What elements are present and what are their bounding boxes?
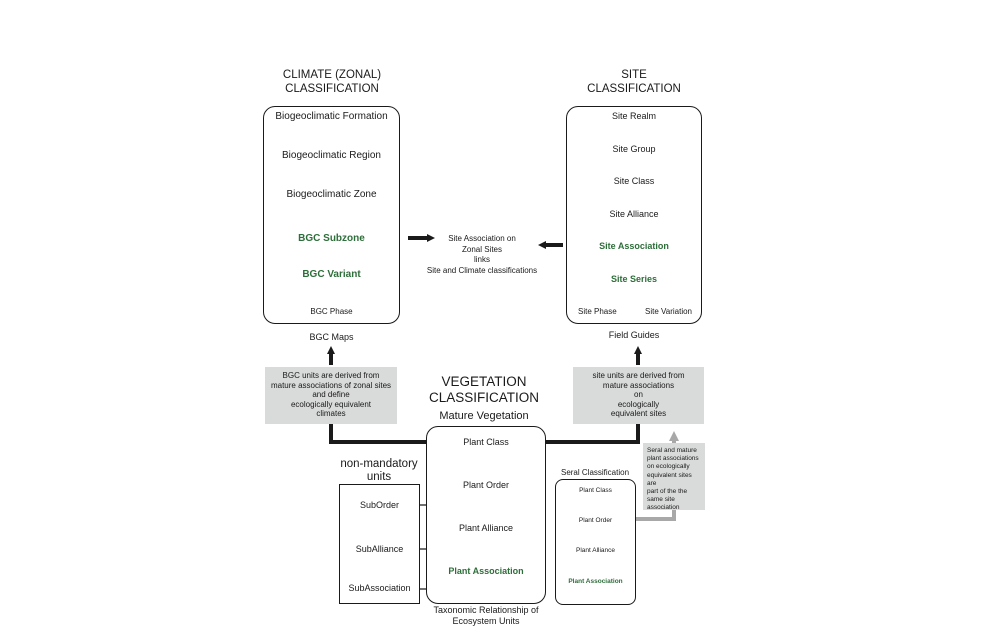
site-association: Site Association	[599, 241, 669, 251]
veg-association: Plant Association	[448, 566, 524, 576]
veg-item-alliance: Plant Alliance	[458, 523, 514, 533]
non-mandatory-heading-line2: units	[366, 471, 392, 483]
center-link-line3: links	[473, 255, 490, 264]
site-item-alliance: Site Alliance	[609, 209, 659, 219]
seral-association: Plant Association	[568, 578, 623, 585]
vegetation-heading-line2: CLASSIFICATION	[428, 390, 540, 405]
climate-item-zone: Biogeoclimatic Zone	[286, 189, 377, 200]
vegetation-heading-line1: VEGETATION	[441, 374, 527, 389]
seral-note-line3: on ecologically	[647, 463, 690, 471]
seral-note-line7: association	[647, 504, 680, 512]
seral-note-line4: equivalent sites are	[647, 471, 692, 487]
center-link-line1: Site Association on	[448, 234, 516, 243]
climate-note-line2: mature associations of zonal sites	[270, 380, 392, 390]
site-note-line5: equivalent sites	[610, 409, 667, 418]
site-note-line3: on	[634, 390, 643, 399]
seral-item-alliance: Plant Alliance	[575, 547, 616, 554]
site-phase: Site Phase	[578, 307, 617, 316]
climate-heading-line2: CLASSIFICATION	[285, 83, 379, 95]
climate-item-formation: Biogeoclimatic Formation	[275, 111, 388, 122]
site-variation: Site Variation	[645, 307, 692, 316]
climate-note-line3: and define	[312, 390, 350, 399]
seral-note-line5: part of the the	[647, 488, 688, 496]
vegetation-caption-line1: Taxonomic Relationship of	[433, 605, 539, 615]
site-heading-line2: CLASSIFICATION	[587, 83, 681, 95]
climate-item-region: Biogeoclimatic Region	[282, 150, 381, 161]
non-mandatory-suballiance: SubAlliance	[355, 544, 404, 554]
vegetation-caption-line2: Ecosystem Units	[452, 616, 520, 626]
climate-note: BGC units are derived from mature associ…	[265, 367, 397, 424]
seral-note-line2: plant associations	[647, 455, 699, 463]
veg-item-class: Plant Class	[463, 437, 509, 447]
site-series: Site Series	[610, 274, 658, 284]
climate-phase: BGC Phase	[310, 307, 353, 316]
site-item-group: Site Group	[612, 144, 656, 154]
site-note-line2: mature associations	[602, 380, 675, 390]
site-box	[566, 106, 702, 324]
site-item-realm: Site Realm	[611, 111, 656, 121]
site-item-class: Site Class	[613, 176, 655, 186]
site-heading-line1: SITE	[621, 69, 647, 81]
climate-note-line5: climates	[316, 409, 346, 418]
veg-item-order: Plant Order	[462, 480, 510, 490]
climate-note-line4: ecologically equivalent	[290, 399, 372, 409]
site-heading: SITE CLASSIFICATION	[564, 68, 704, 96]
center-link-line4: Site and Climate classifications	[426, 265, 538, 275]
vegetation-subheading: Mature Vegetation	[439, 410, 529, 422]
center-link-text: Site Association on Zonal Sites links Si…	[420, 234, 544, 276]
field-guides-label: Field Guides	[608, 330, 660, 340]
connector-veg-to-site	[546, 424, 640, 444]
seral-note-line6: same site	[647, 496, 675, 504]
climate-heading-line1: CLIMATE (ZONAL)	[282, 69, 382, 81]
non-mandatory-suborder: SubOrder	[359, 500, 400, 510]
vegetation-box	[426, 426, 546, 604]
vegetation-caption: Taxonomic Relationship of Ecosystem Unit…	[410, 605, 562, 627]
seral-item-class: Plant Class	[579, 487, 612, 494]
seral-box	[555, 479, 636, 605]
center-link-line2: Zonal Sites	[461, 244, 503, 254]
non-mandatory-subassociation: SubAssociation	[348, 583, 411, 593]
non-mandatory-box	[339, 484, 420, 604]
vegetation-heading: VEGETATION CLASSIFICATION	[420, 374, 548, 406]
bgc-maps-label: BGC Maps	[309, 332, 354, 342]
seral-note-line1: Seral and mature	[647, 447, 697, 454]
seral-item-order: Plant Order	[578, 517, 613, 524]
non-mandatory-heading: non-mandatory units	[330, 458, 428, 484]
climate-box	[263, 106, 400, 324]
non-mandatory-heading-line1: non-mandatory	[340, 458, 418, 470]
climate-heading: CLIMATE (ZONAL) CLASSIFICATION	[262, 68, 402, 96]
site-note-line4: ecologically	[617, 399, 660, 409]
connector-veg-to-climate	[329, 424, 426, 444]
climate-variant: BGC Variant	[302, 269, 361, 280]
seral-note: Seral and mature plant associations on e…	[643, 443, 705, 512]
site-note-line1: site units are derived from	[592, 371, 685, 380]
site-note: site units are derived from mature assoc…	[573, 367, 704, 424]
climate-subzone: BGC Subzone	[298, 233, 365, 244]
climate-note-line1: BGC units are derived from	[282, 371, 380, 380]
seral-heading: Seral Classification	[560, 468, 630, 477]
